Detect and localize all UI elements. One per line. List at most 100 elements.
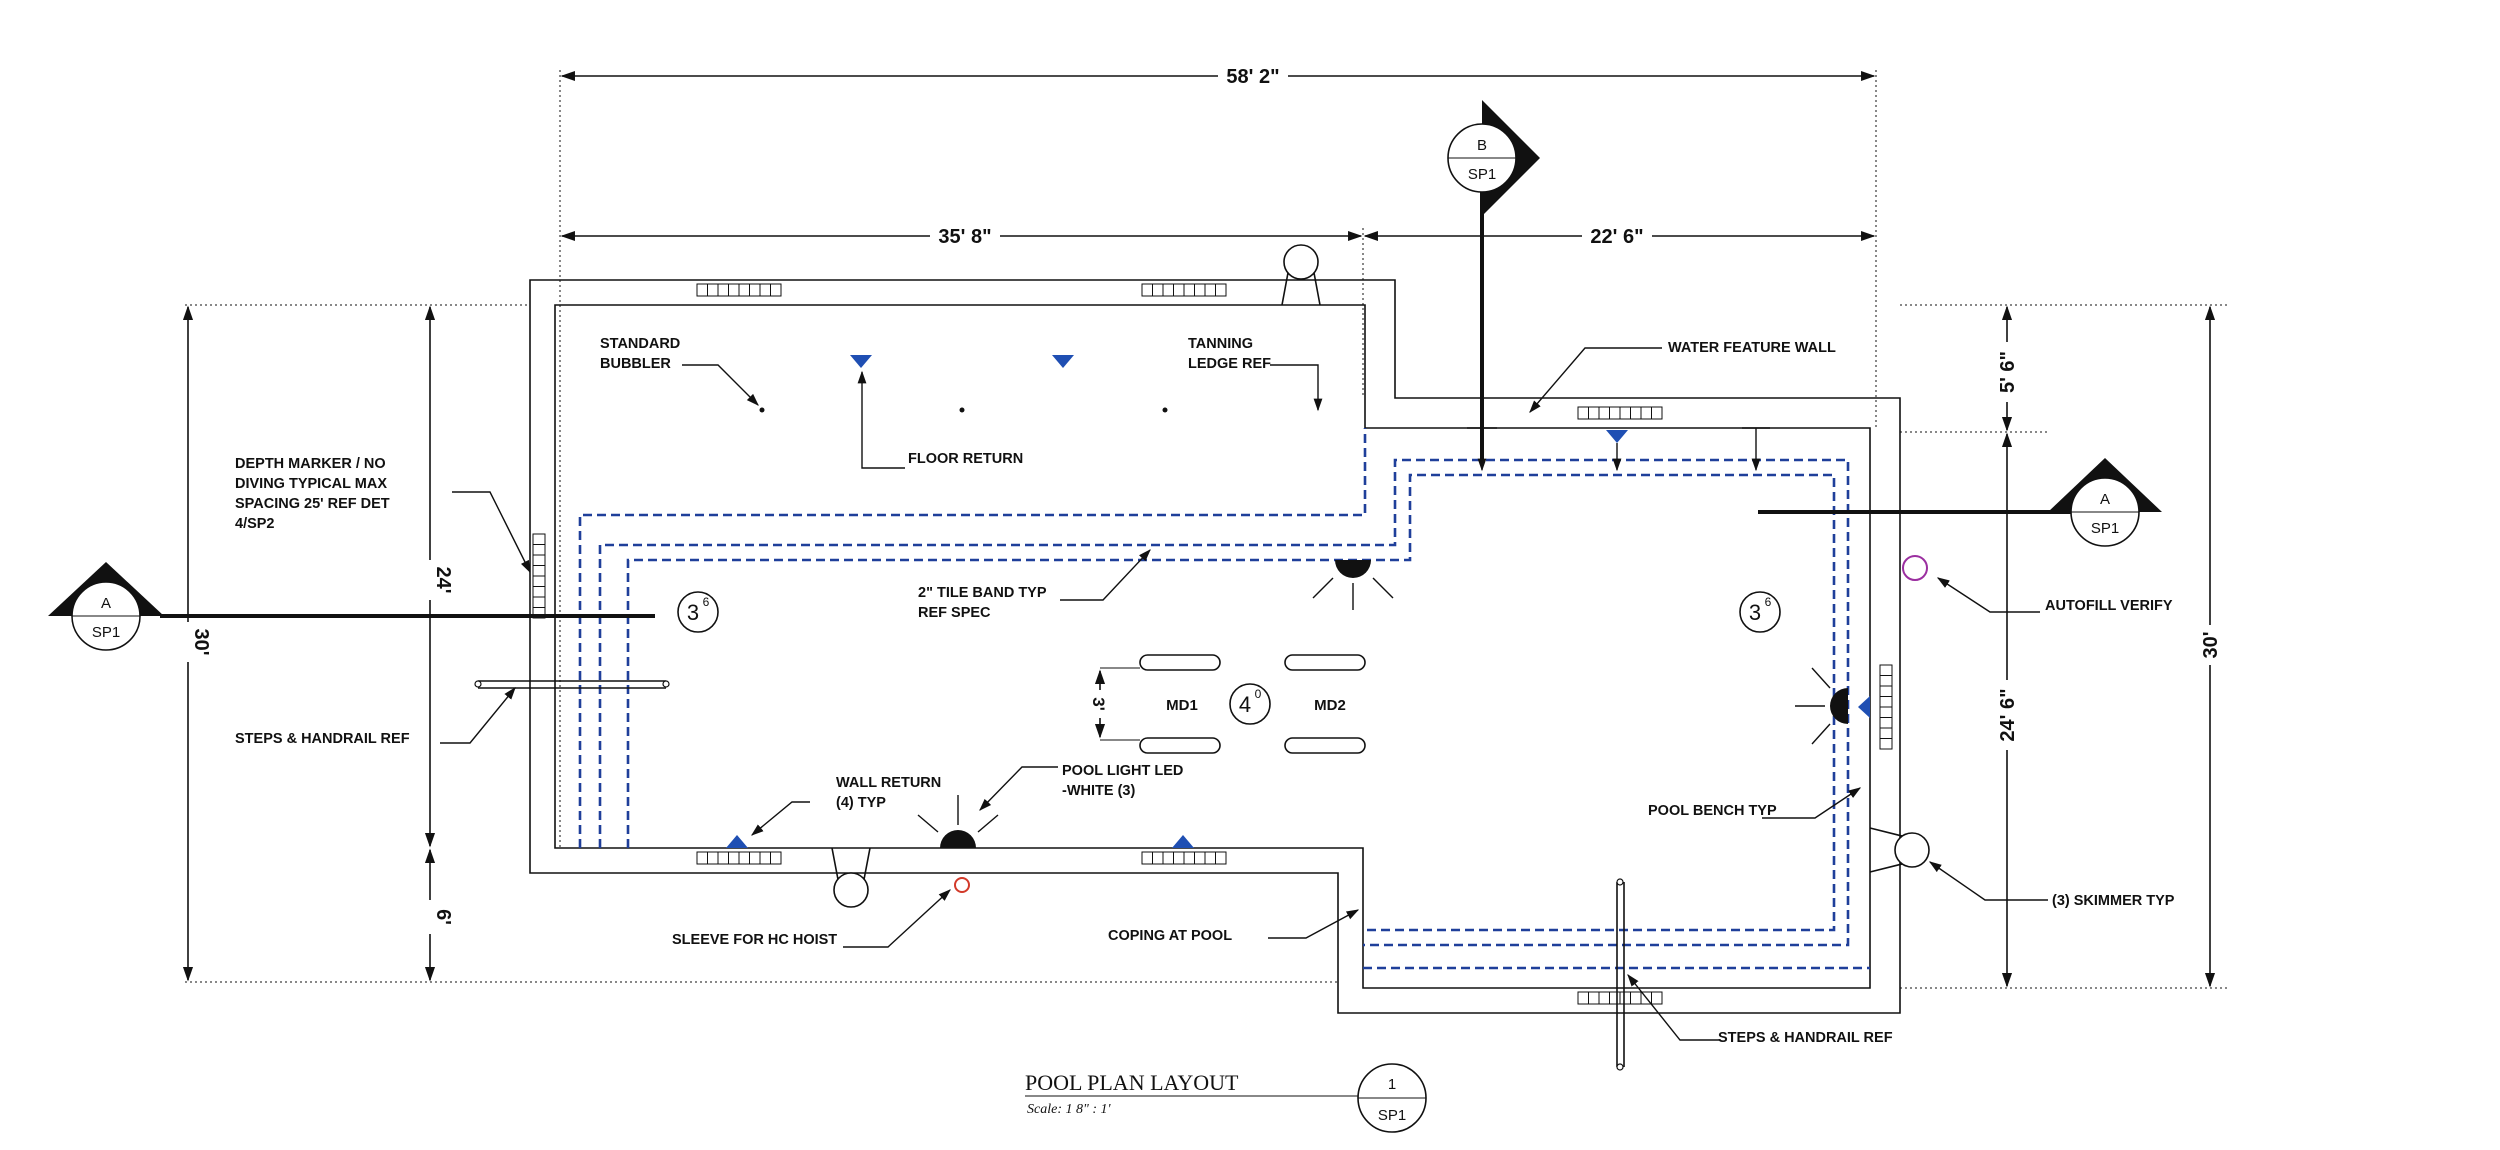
detail-sheet: SP1 bbox=[1378, 1107, 1406, 1124]
bubbler-icon bbox=[1162, 407, 1168, 413]
drawing-title: POOL PLAN LAYOUT bbox=[1025, 1070, 1239, 1095]
floor-return-icon bbox=[850, 355, 872, 368]
pool-light-icon bbox=[1312, 560, 1394, 610]
svg-text:4: 4 bbox=[1239, 692, 1251, 717]
note-tile-band-2: REF SPEC bbox=[918, 605, 991, 621]
note-depth-marker-3: SPACING 25' REF DET bbox=[235, 496, 390, 512]
dim-step-depth: 3' bbox=[1089, 697, 1108, 711]
section-a-left-letter: A bbox=[101, 595, 111, 612]
dim-overall-width-right: 30' bbox=[2200, 631, 2222, 658]
note-skimmer: (3) SKIMMER TYP bbox=[2052, 893, 2175, 909]
autofill-icon bbox=[1902, 555, 1928, 581]
note-steps-handrail-left: STEPS & HANDRAIL REF bbox=[235, 731, 410, 747]
note-pool-light-2: -WHITE (3) bbox=[1062, 783, 1135, 799]
pool-lights bbox=[917, 560, 1848, 848]
bubbler-icon bbox=[759, 407, 765, 413]
drain-grate bbox=[696, 851, 782, 865]
note-autofill: AUTOFILL VERIFY bbox=[2045, 598, 2173, 614]
skimmer-icon bbox=[1281, 244, 1321, 306]
section-marker-b-top[interactable]: B SP1 bbox=[1447, 100, 1540, 216]
depth-marker-shallow-left: 3 6 bbox=[677, 591, 719, 633]
note-depth-marker-1: DEPTH MARKER / NO bbox=[235, 456, 386, 472]
handrail-left bbox=[474, 680, 670, 689]
drain-grate bbox=[1577, 406, 1663, 420]
dim-pool-width-right: 24' 6" bbox=[1997, 688, 2019, 741]
section-cut-lines bbox=[160, 180, 2080, 618]
note-standard-bubbler-2: BUBBLER bbox=[600, 356, 671, 372]
svg-text:6: 6 bbox=[1765, 595, 1772, 609]
drain-grate bbox=[1577, 991, 1663, 1005]
drain-grate bbox=[1879, 664, 1893, 750]
dim-left-length: 35' 8" bbox=[938, 226, 991, 248]
drain-grate bbox=[696, 283, 782, 297]
skimmers bbox=[831, 244, 1930, 908]
svg-text:3: 3 bbox=[1749, 600, 1761, 625]
drain-grates bbox=[532, 283, 1893, 1005]
md-markers: MD1 MD2 bbox=[1139, 654, 1366, 754]
pool-light-icon bbox=[1795, 667, 1848, 745]
bubbler-icon bbox=[959, 407, 965, 413]
section-marker-a-right[interactable]: A SP1 bbox=[2048, 458, 2162, 547]
wall-return-icon bbox=[1172, 835, 1194, 848]
note-tanning-ledge-1: TANNING bbox=[1188, 336, 1253, 352]
note-water-feature-wall: WATER FEATURE WALL bbox=[1668, 340, 1836, 356]
section-a-right-sheet: SP1 bbox=[2091, 520, 2119, 537]
wall-return-icon bbox=[726, 835, 748, 848]
note-tanning-ledge-2: LEDGE REF bbox=[1188, 356, 1271, 372]
dim-overall-width-left: 30' bbox=[190, 628, 212, 655]
note-standard-bubbler-1: STANDARD bbox=[600, 336, 680, 352]
section-a-right-letter: A bbox=[2100, 491, 2110, 508]
drain-grate bbox=[1141, 851, 1227, 865]
skimmer-icon bbox=[831, 847, 871, 908]
note-coping: COPING AT POOL bbox=[1108, 928, 1232, 944]
note-wall-return-1: WALL RETURN bbox=[836, 775, 941, 791]
handrails bbox=[474, 680, 1625, 1071]
leader-lines bbox=[440, 347, 2048, 1041]
note-steps-handrail-bottom: STEPS & HANDRAIL REF bbox=[1718, 1030, 1893, 1046]
tile-band bbox=[578, 428, 1870, 970]
section-b-sheet: SP1 bbox=[1468, 166, 1496, 183]
md2-label: MD2 bbox=[1314, 697, 1346, 714]
drain-grate bbox=[1141, 283, 1227, 297]
section-b-letter: B bbox=[1477, 137, 1487, 154]
dim-overall-length: 58' 2" bbox=[1226, 66, 1279, 88]
handrail-bottom bbox=[1616, 878, 1625, 1071]
section-marker-a-left[interactable]: A SP1 bbox=[48, 562, 164, 651]
note-floor-return: FLOOR RETURN bbox=[908, 451, 1023, 467]
detail-bubble[interactable]: 1 SP1 bbox=[1357, 1063, 1427, 1133]
svg-text:6: 6 bbox=[703, 595, 710, 609]
note-depth-marker-4: 4/SP2 bbox=[235, 516, 275, 532]
note-pool-bench: POOL BENCH TYP bbox=[1648, 803, 1777, 819]
title-block: POOL PLAN LAYOUT Scale: 1 8" : 1' 1 SP1 bbox=[1025, 1063, 1427, 1133]
drain-grate bbox=[532, 533, 546, 619]
note-wall-return-2: (4) TYP bbox=[836, 795, 886, 811]
md1-label: MD1 bbox=[1166, 697, 1198, 714]
drawing-scale: Scale: 1 8" : 1' bbox=[1027, 1102, 1112, 1117]
wall-return-icon bbox=[1858, 696, 1870, 718]
depth-marker-shallow-right: 3 6 bbox=[1739, 591, 1781, 633]
pool-light-icon bbox=[917, 795, 999, 848]
svg-text:3: 3 bbox=[687, 600, 699, 625]
detail-number: 1 bbox=[1388, 1076, 1396, 1093]
svg-text:0: 0 bbox=[1255, 687, 1262, 701]
note-pool-light-1: POOL LIGHT LED bbox=[1062, 763, 1183, 779]
skimmer-icon bbox=[1869, 827, 1930, 873]
dim-right-length: 22' 6" bbox=[1590, 226, 1643, 248]
floor-return-icon bbox=[1052, 355, 1074, 368]
annotation-notes: STANDARD BUBBLER FLOOR RETURN TANNING LE… bbox=[235, 336, 2175, 1046]
floor-return-icon bbox=[1606, 430, 1628, 443]
hoist-sleeve-icon bbox=[954, 877, 970, 893]
note-tile-band-1: 2" TILE BAND TYP bbox=[918, 585, 1047, 601]
note-sleeve-hoist: SLEEVE FOR HC HOIST bbox=[672, 932, 837, 948]
dim-pool-width-left: 24' bbox=[432, 566, 454, 593]
note-depth-marker-2: DIVING TYPICAL MAX bbox=[235, 476, 387, 492]
extension-lines bbox=[185, 70, 2230, 989]
dim-ledge-offset-right: 5' 6" bbox=[1997, 351, 2019, 393]
depth-marker-middle: 4 0 bbox=[1229, 683, 1271, 725]
pool-outline bbox=[529, 279, 1901, 1014]
dim-step-offset-left: 6' bbox=[432, 909, 454, 925]
section-a-left-sheet: SP1 bbox=[92, 624, 120, 641]
dimension-labels: 58' 2" 35' 8" 22' 6" 30' 24' 6' 5' 6" 24… bbox=[176, 62, 2224, 934]
return-fittings bbox=[726, 355, 1928, 893]
